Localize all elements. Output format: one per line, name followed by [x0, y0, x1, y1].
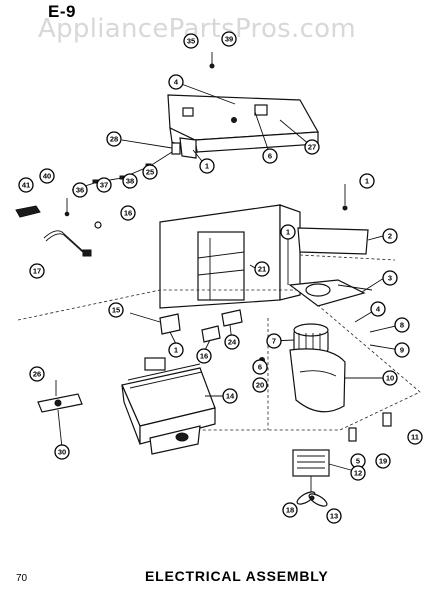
- svg-text:1: 1: [286, 228, 290, 237]
- callout-17: 17: [29, 263, 45, 279]
- svg-text:19: 19: [379, 457, 387, 466]
- wire-lead-17: [43, 221, 102, 257]
- callout-1-lower-left: 1: [168, 342, 184, 358]
- svg-text:6: 6: [268, 152, 272, 161]
- callout-25: 25: [142, 164, 158, 180]
- svg-text:26: 26: [33, 370, 41, 379]
- diagram-caption: ELECTRICAL ASSEMBLY: [145, 568, 329, 584]
- svg-text:5: 5: [356, 457, 360, 466]
- svg-text:3: 3: [388, 274, 392, 283]
- svg-text:12: 12: [354, 469, 362, 478]
- page-code: E-9: [48, 2, 76, 21]
- svg-text:15: 15: [112, 306, 120, 315]
- callout-15: 15: [108, 302, 124, 318]
- callout-13: 13: [326, 508, 342, 524]
- callout-8: 8: [394, 317, 410, 333]
- svg-text:39: 39: [225, 35, 233, 44]
- svg-text:13: 13: [330, 512, 338, 521]
- callout-7: 7: [266, 333, 282, 349]
- svg-text:8: 8: [400, 321, 404, 330]
- callout-9: 9: [394, 342, 410, 358]
- svg-text:35: 35: [187, 37, 195, 46]
- frame-panel: [159, 204, 301, 309]
- svg-text:4: 4: [376, 305, 381, 314]
- callout-16-lower: 16: [196, 348, 212, 364]
- svg-text:17: 17: [33, 267, 41, 276]
- callout-35: 35: [183, 33, 199, 49]
- callout-37: 37: [96, 177, 112, 193]
- callout-3: 3: [382, 270, 398, 286]
- callout-41: 41: [18, 177, 34, 193]
- svg-text:20: 20: [256, 381, 264, 390]
- svg-text:40: 40: [43, 172, 51, 181]
- side-clips: [348, 412, 392, 442]
- callout-19: 19: [375, 453, 391, 469]
- svg-text:16: 16: [200, 352, 208, 361]
- top-bracket: [167, 94, 319, 159]
- callout-6-lower: 6: [252, 359, 268, 375]
- callout-1-center: 1: [280, 224, 296, 240]
- svg-text:30: 30: [58, 448, 66, 457]
- callout-26: 26: [29, 366, 45, 382]
- callout-14: 14: [222, 388, 238, 404]
- callout-18: 18: [282, 502, 298, 518]
- callout-1-upper-bracket: 1: [199, 158, 215, 174]
- svg-text:36: 36: [76, 186, 84, 195]
- svg-text:1: 1: [365, 177, 369, 186]
- svg-text:18: 18: [286, 506, 294, 515]
- callout-38: 38: [122, 173, 138, 189]
- callout-30: 30: [54, 444, 70, 460]
- svg-text:10: 10: [386, 374, 394, 383]
- page-number: 70: [16, 573, 28, 584]
- callout-20: 20: [252, 377, 268, 393]
- timer-12: [292, 449, 330, 492]
- plate-2: [297, 184, 369, 255]
- fan-bracket-3: [288, 279, 373, 307]
- svg-text:27: 27: [308, 143, 316, 152]
- svg-text:25: 25: [146, 168, 154, 177]
- svg-text:2: 2: [388, 232, 392, 241]
- small-brackets: [159, 309, 265, 363]
- callout-6-upper: 6: [262, 148, 278, 164]
- callout-10: 10: [382, 370, 398, 386]
- svg-text:7: 7: [272, 337, 276, 346]
- fan-shroud-10: [289, 348, 346, 413]
- callout-21: 21: [254, 261, 270, 277]
- svg-text:41: 41: [22, 181, 30, 190]
- callout-28: 28: [106, 131, 122, 147]
- magnetron-14: [121, 357, 216, 455]
- callout-4-top: 4: [168, 74, 184, 90]
- svg-text:6: 6: [258, 363, 262, 372]
- connector-41: [15, 198, 70, 218]
- svg-text:24: 24: [228, 338, 237, 347]
- svg-text:1: 1: [174, 346, 178, 355]
- callout-4-right: 4: [370, 301, 386, 317]
- svg-text:11: 11: [411, 433, 419, 442]
- svg-text:21: 21: [258, 265, 266, 274]
- svg-text:38: 38: [126, 177, 134, 186]
- callout-16-left: 16: [120, 205, 136, 221]
- callout-24: 24: [224, 334, 240, 350]
- fan-motor-7: [293, 323, 329, 353]
- fan-blade-13: [296, 491, 328, 507]
- callout-2: 2: [382, 228, 398, 244]
- callout-11: 11: [407, 429, 423, 445]
- svg-text:14: 14: [226, 392, 235, 401]
- top-screw: [209, 52, 215, 69]
- callout-40: 40: [39, 168, 55, 184]
- svg-text:16: 16: [124, 209, 132, 218]
- svg-text:37: 37: [100, 181, 108, 190]
- callout-12: 12: [350, 465, 366, 481]
- svg-text:1: 1: [205, 162, 209, 171]
- callout-39: 39: [221, 31, 237, 47]
- diode-bracket-30: [37, 380, 83, 413]
- svg-text:4: 4: [174, 78, 179, 87]
- svg-text:28: 28: [110, 135, 118, 144]
- callout-1-top-right: 1: [359, 173, 375, 189]
- callout-36: 36: [72, 182, 88, 198]
- svg-text:9: 9: [400, 346, 404, 355]
- callout-27: 27: [304, 139, 320, 155]
